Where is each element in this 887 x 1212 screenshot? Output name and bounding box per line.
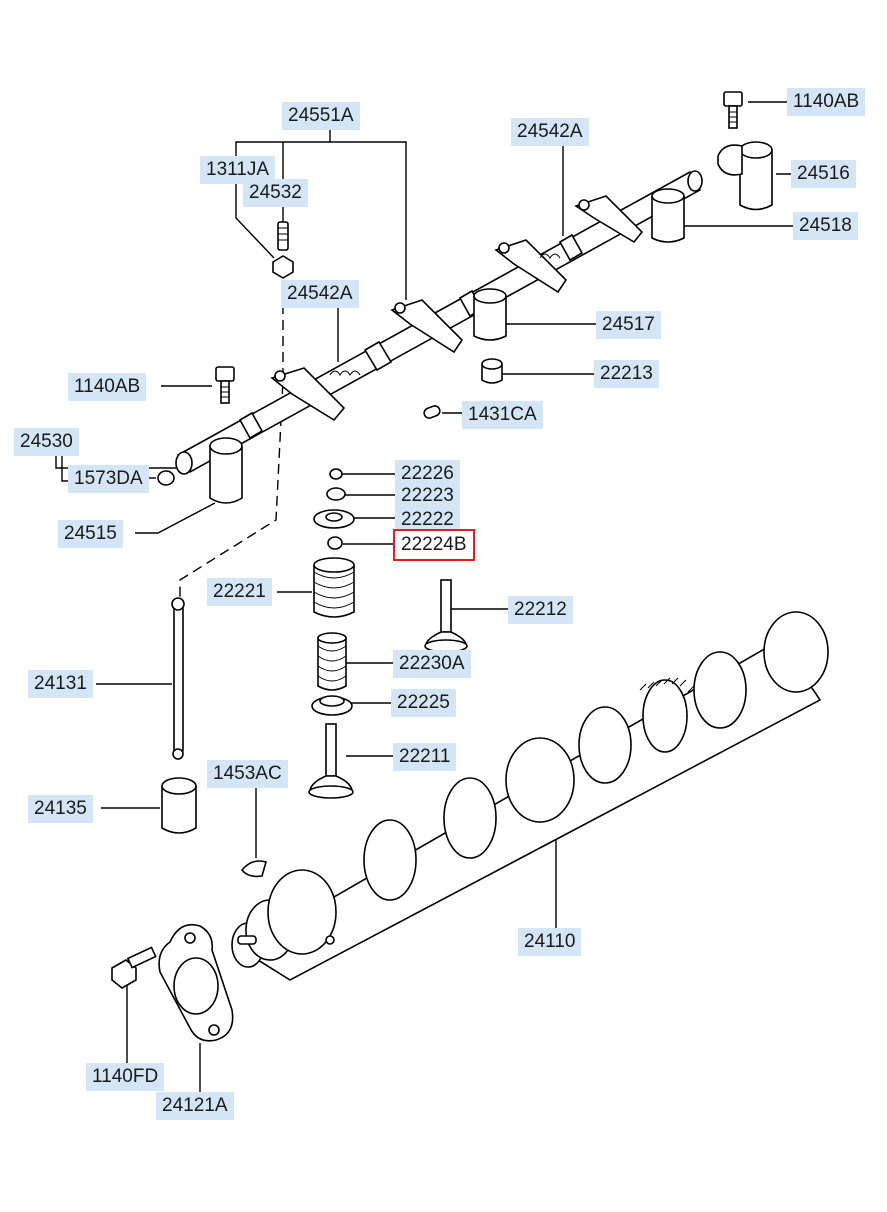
part-label-24516[interactable]: 24516 (791, 160, 856, 188)
part-label-22211[interactable]: 22211 (393, 743, 457, 771)
valve-stack (308, 468, 468, 799)
part-label-22223[interactable]: 22223 (395, 482, 460, 510)
part-label-22230A[interactable]: 22230A (393, 650, 471, 678)
part-label-1140AB-left[interactable]: 1140AB (68, 373, 147, 401)
part-label-22225[interactable]: 22225 (391, 689, 456, 717)
small-hardware (157, 91, 743, 486)
camshaft (231, 611, 829, 981)
part-label-24110[interactable]: 24110 (518, 928, 582, 956)
part-label-24517[interactable]: 24517 (596, 311, 661, 339)
part-label-22224B-selected[interactable]: 22224B (393, 529, 475, 561)
part-label-22213[interactable]: 22213 (594, 360, 659, 388)
plate-and-bolt (111, 923, 234, 1042)
part-label-1453AC[interactable]: 1453AC (207, 760, 288, 788)
pushrod-lifter (161, 597, 267, 878)
part-label-24515[interactable]: 24515 (58, 520, 123, 548)
part-label-22212[interactable]: 22212 (508, 596, 573, 624)
part-label-1573DA[interactable]: 1573DA (68, 465, 149, 493)
part-label-24518[interactable]: 24518 (793, 212, 858, 240)
part-label-24532[interactable]: 24532 (243, 179, 308, 207)
part-label-24121A[interactable]: 24121A (156, 1092, 234, 1120)
leader-lines (55, 101, 793, 1092)
part-label-22221[interactable]: 22221 (207, 578, 272, 606)
part-label-1140AB-top[interactable]: 1140AB (787, 88, 866, 116)
part-label-24530[interactable]: 24530 (14, 428, 79, 456)
rocker-shaft-assembly (175, 141, 773, 504)
part-label-24135[interactable]: 24135 (28, 795, 93, 823)
part-label-24131[interactable]: 24131 (28, 670, 93, 698)
part-label-1431CA[interactable]: 1431CA (462, 401, 543, 429)
part-label-24542A-mid[interactable]: 24542A (281, 280, 359, 308)
part-label-24551A[interactable]: 24551A (282, 102, 360, 130)
part-label-22222[interactable]: 22222 (395, 506, 460, 534)
part-label-1140FD[interactable]: 1140FD (86, 1063, 165, 1091)
part-label-24542A-top[interactable]: 24542A (511, 118, 589, 146)
